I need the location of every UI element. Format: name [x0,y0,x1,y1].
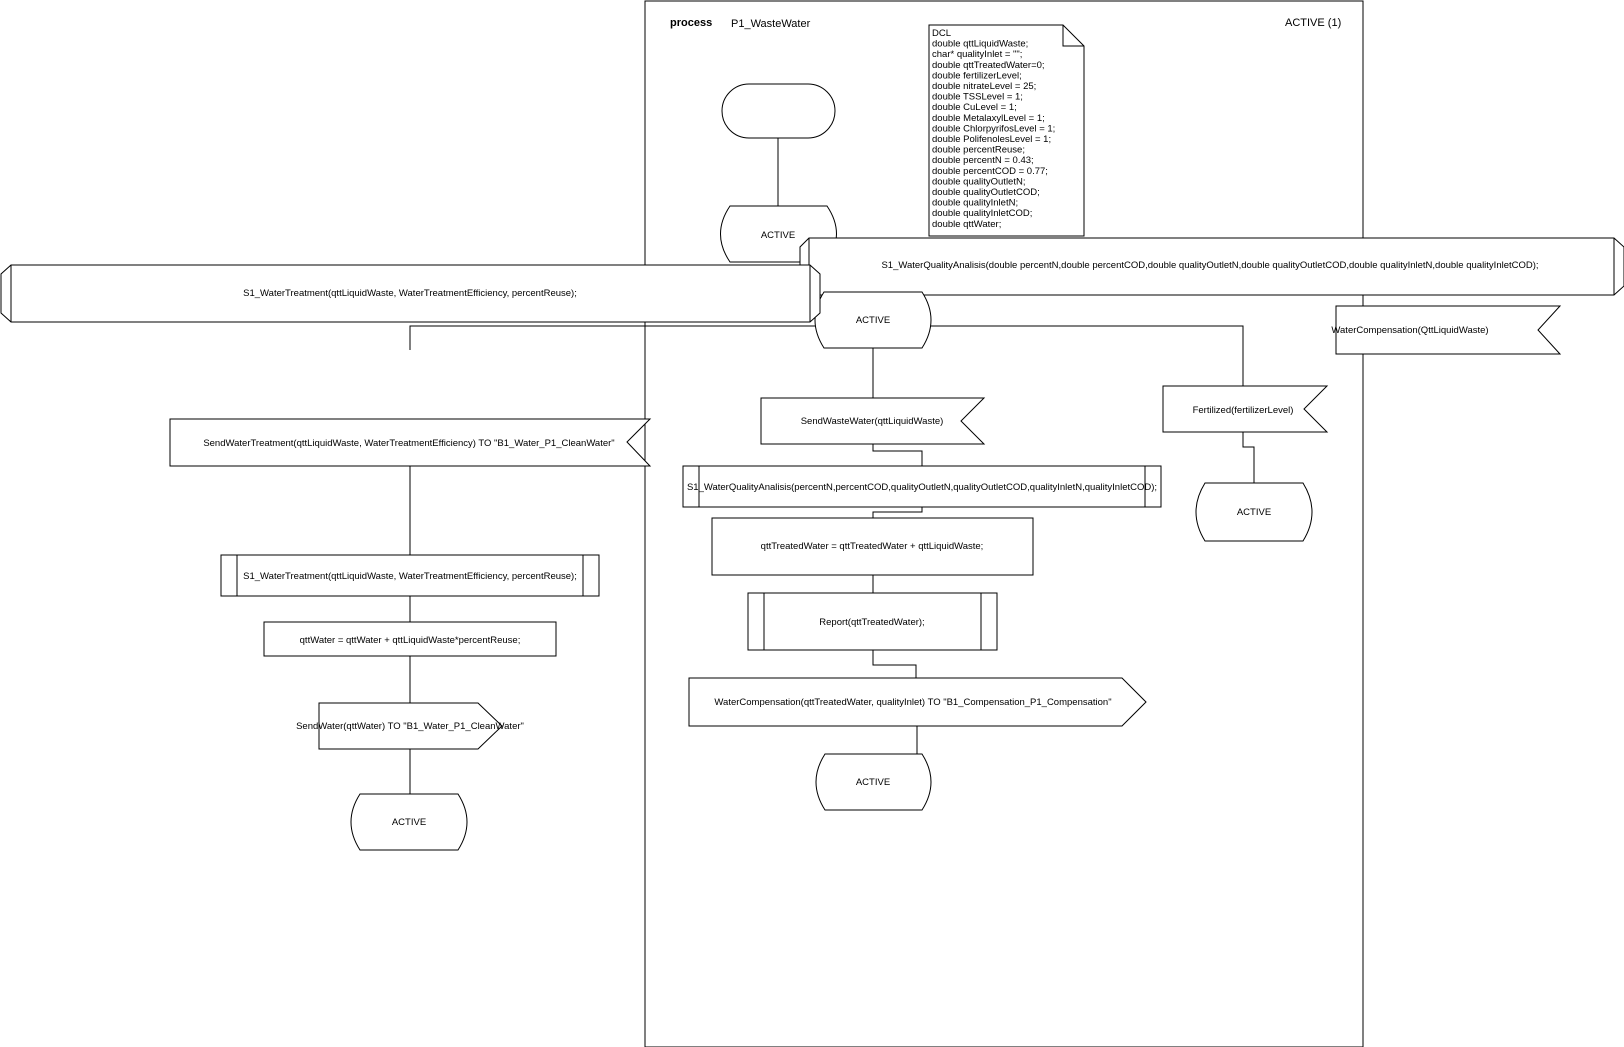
procedure-call-water-treatment: S1_WaterTreatment(qttLiquidWaste, WaterT… [220,554,600,597]
svg-text:ACTIVE: ACTIVE [392,817,426,828]
dcl-line: double qualityInletCOD; [932,208,1032,219]
dcl-line: double percentCOD = 0.77; [932,166,1048,177]
dcl-line: double qttLiquidWaste; [932,39,1028,50]
svg-text:qttTreatedWater = qttTreatedWa: qttTreatedWater = qttTreatedWater + qttL… [761,541,984,552]
state-active-right: ACTIVE [1195,482,1313,542]
dcl-line: DCL [932,28,951,39]
svg-text:Fertilized(fertilizerLevel): Fertilized(fertilizerLevel) [1193,405,1294,416]
dcl-line: double ChlorpyrifosLevel = 1; [932,123,1055,134]
dcl-line: double CuLevel = 1; [932,102,1017,113]
svg-text:Report(qttTreatedWater);: Report(qttTreatedWater); [819,617,924,628]
svg-text:ACTIVE: ACTIVE [761,230,795,241]
svg-text:ACTIVE: ACTIVE [856,315,890,326]
procedure-call-water-quality: S1_WaterQualityAnalisis(percentN,percent… [682,465,1162,508]
dcl-line: double qttWater; [932,219,1001,230]
dcl-line: double TSSLevel = 1; [932,92,1023,103]
svg-text:ACTIVE: ACTIVE [856,777,890,788]
dcl-text-symbol: DCL double qttLiquidWaste; char* quality… [928,24,1085,237]
dcl-line: double fertilizerLevel; [932,70,1022,81]
svg-text:WaterCompensation(QttLiquidWas: WaterCompensation(QttLiquidWaste) [1331,325,1488,336]
dcl-line: double qualityInletN; [932,198,1018,209]
process-keyword: process [670,17,712,29]
svg-text:SendWater(qttWater) TO "B1_Wat: SendWater(qttWater) TO "B1_Water_P1_Clea… [296,721,524,732]
page-label: ACTIVE (1) [1285,17,1341,29]
dcl-line: double qualityOutletN; [932,176,1025,187]
dcl-line: double percentReuse; [932,145,1025,156]
svg-text:qttWater = qttWater + qttLiqui: qttWater = qttWater + qttLiquidWaste*per… [300,635,521,646]
dcl-line: double nitrateLevel = 25; [932,81,1036,92]
process-name: P1_WasteWater [731,18,811,30]
input-send-waste-water: SendWasteWater(qttLiquidWaste) [760,397,986,445]
dcl-line: char* qualityInlet = ""; [932,49,1022,60]
svg-text:S1_WaterQualityAnalisis(double: S1_WaterQualityAnalisis(double percentN,… [881,260,1538,271]
svg-text:SendWaterTreatment(qttLiquidWa: SendWaterTreatment(qttLiquidWaste, Water… [203,438,614,449]
procedure-call-report: Report(qttTreatedWater); [747,592,998,651]
input-fertilized: Fertilized(fertilizerLevel) [1162,385,1329,433]
svg-text:S1_WaterTreatment(qttLiquidWas: S1_WaterTreatment(qttLiquidWaste, WaterT… [243,571,577,582]
svg-text:ACTIVE: ACTIVE [1237,507,1271,518]
dcl-line: double qualityOutletCOD; [932,187,1040,198]
dcl-line: double percentN = 0.43; [932,155,1034,166]
dcl-line: double qttTreatedWater=0; [932,60,1045,71]
svg-text:SendWasteWater(qttLiquidWaste): SendWasteWater(qttLiquidWaste) [801,416,944,427]
dcl-line: double PolifenolesLevel = 1; [932,134,1051,145]
state-active-center-end: ACTIVE [815,753,932,811]
start-symbol [721,83,836,139]
state-active-left-end: ACTIVE [350,793,468,851]
output-send-water: SendWater(qttWater) TO "B1_Water_P1_Clea… [296,702,524,750]
procedure-decl-water-quality: S1_WaterQualityAnalisis(double percentN,… [799,237,1624,296]
procedure-decl-water-treatment: S1_WaterTreatment(qttLiquidWaste, WaterT… [0,264,821,323]
task-treated-water: qttTreatedWater = qttTreatedWater + qttL… [711,517,1034,576]
state-active-center: ACTIVE [814,291,932,349]
input-water-compensation: WaterCompensation(QttLiquidWaste) [1331,305,1562,355]
output-water-compensation: WaterCompensation(qttTreatedWater, quali… [688,677,1147,727]
input-send-water-treatment: SendWaterTreatment(qttLiquidWaste, Water… [169,418,652,467]
dcl-line: double MetalaxylLevel = 1; [932,113,1045,124]
task-qtt-water: qttWater = qttWater + qttLiquidWaste*per… [263,621,557,657]
svg-text:S1_WaterTreatment(qttLiquidWas: S1_WaterTreatment(qttLiquidWaste, WaterT… [243,288,577,299]
svg-text:S1_WaterQualityAnalisis(percen: S1_WaterQualityAnalisis(percentN,percent… [687,482,1157,493]
svg-text:WaterCompensation(qttTreatedWa: WaterCompensation(qttTreatedWater, quali… [714,697,1111,708]
